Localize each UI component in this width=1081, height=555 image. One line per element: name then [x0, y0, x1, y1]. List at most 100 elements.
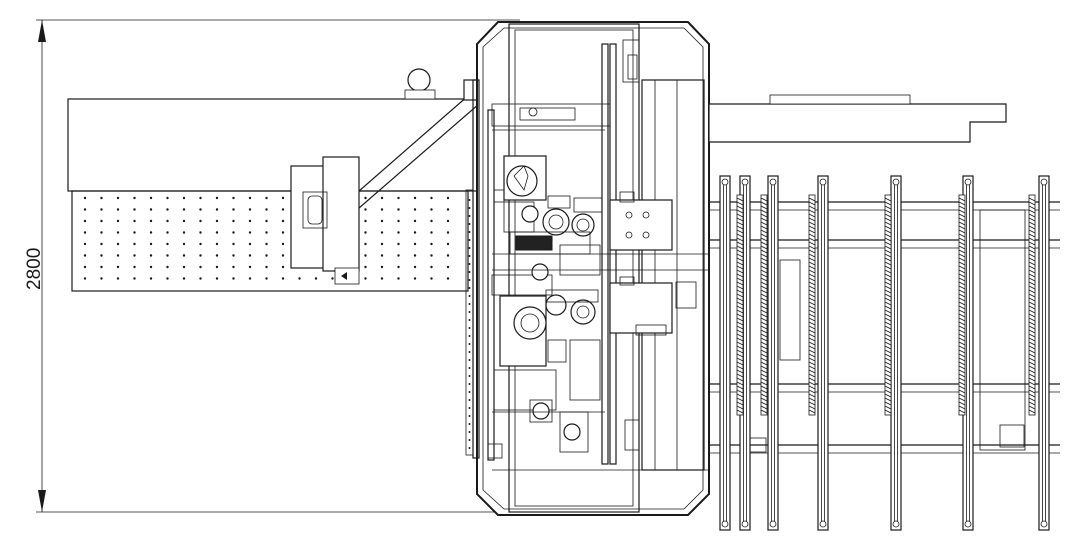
rail-dot [468, 311, 471, 313]
transfer-bar [1038, 175, 1050, 531]
perforation-dot [166, 242, 169, 246]
transfer-bar [719, 175, 731, 531]
perforation-dot [281, 231, 285, 234]
rail-dot [468, 383, 471, 385]
perforation-dot [116, 196, 120, 200]
perforation-dot [182, 231, 186, 234]
perforation-dot [166, 208, 169, 211]
rail-dot [468, 335, 471, 337]
perforation-dot [149, 196, 153, 200]
rail-dot [468, 263, 471, 265]
perforation-dot [265, 196, 268, 200]
rail-dot [468, 279, 471, 281]
perforation-dot [100, 265, 103, 269]
perforation-dot [100, 208, 103, 211]
perforation-dot [133, 196, 136, 200]
perforation-dot [364, 219, 367, 223]
perforation-dot [446, 265, 450, 269]
perforation-dot [265, 254, 268, 257]
rail-dot [468, 295, 471, 297]
perforation-dot [116, 231, 120, 234]
output-table [708, 94, 1060, 531]
perforation-dot [248, 196, 252, 200]
perforation-dot [331, 277, 334, 280]
perforation-dot [397, 242, 400, 246]
rail-dot [468, 375, 471, 377]
transfer-bar [890, 175, 902, 531]
rail-dot [468, 207, 471, 209]
dimension-arrow-bottom [38, 490, 46, 512]
perforation-dot [116, 265, 120, 269]
rail-dot [468, 319, 471, 321]
perforation-dot [199, 277, 202, 280]
feed-table [67, 68, 479, 449]
perforation-dot [281, 265, 285, 269]
perforation-dot [413, 231, 417, 234]
perforation-dot [83, 208, 87, 211]
perforation-dot [116, 208, 120, 211]
perforation-dot [182, 196, 186, 200]
perforation-dot [199, 254, 202, 257]
perforation-dot [265, 208, 268, 211]
perforation-dot [232, 265, 235, 269]
perforation-dot [265, 277, 268, 280]
perforation-dot [182, 277, 186, 280]
perforation-dot [380, 254, 384, 257]
perforation-dot [199, 196, 202, 200]
perforation-dot [83, 265, 87, 269]
perforation-dot [133, 277, 136, 280]
perforation-dot [380, 196, 384, 200]
perforation-dot [446, 196, 450, 200]
rail-dot [468, 303, 471, 305]
rail-dot [468, 367, 471, 369]
perforation-dot [446, 277, 450, 280]
perforation-dot [281, 219, 285, 223]
perforation-dot [380, 208, 384, 211]
perforation-dot [133, 242, 136, 246]
perforation-dot [149, 277, 153, 280]
rail-dot [468, 399, 471, 401]
perforation-dot [446, 242, 450, 246]
perforation-dot [83, 277, 87, 280]
rail-dot [468, 271, 471, 273]
transfer-skids [736, 194, 1036, 416]
perforation-dot [413, 208, 417, 211]
perforation-dot [413, 277, 417, 280]
perforation-dot [265, 231, 268, 234]
perforation-dot [166, 254, 169, 257]
perforation-dot [364, 277, 367, 280]
perforation-dot [397, 219, 400, 223]
perforation-dot [182, 265, 186, 269]
perforation-dot [413, 265, 417, 269]
perforation-dot [397, 254, 400, 257]
perforation-dot [215, 277, 219, 280]
perforation-dot [133, 208, 136, 211]
perforation-dot [83, 219, 87, 223]
perforation-dot [232, 231, 235, 234]
perforation-dot [397, 265, 400, 269]
perforation-dot [281, 277, 285, 280]
perforation-dot [215, 196, 219, 200]
perforation-dot [380, 231, 384, 234]
rail-dot [468, 199, 471, 201]
perforation-dot [166, 277, 169, 280]
rail-dot [468, 423, 471, 425]
perforation-dot [116, 254, 120, 257]
perforation-dot [215, 231, 219, 234]
perforation-dot [281, 196, 285, 200]
perforation-dot [265, 265, 268, 269]
perforation-dot [446, 254, 450, 257]
skid-strip [808, 194, 816, 416]
perforation-dot [149, 242, 153, 246]
perforation-dot [248, 231, 252, 234]
perforation-dot [265, 242, 268, 246]
rail-dot [468, 287, 471, 289]
feed-table-perforation [83, 196, 471, 449]
perforation-dot [83, 254, 87, 257]
rail-dot [468, 247, 471, 249]
perforation-dot [248, 219, 252, 223]
perforation-dot [83, 231, 87, 234]
perforation-dot [149, 208, 153, 211]
perforation-dot [232, 208, 235, 211]
perforation-dot [380, 265, 384, 269]
